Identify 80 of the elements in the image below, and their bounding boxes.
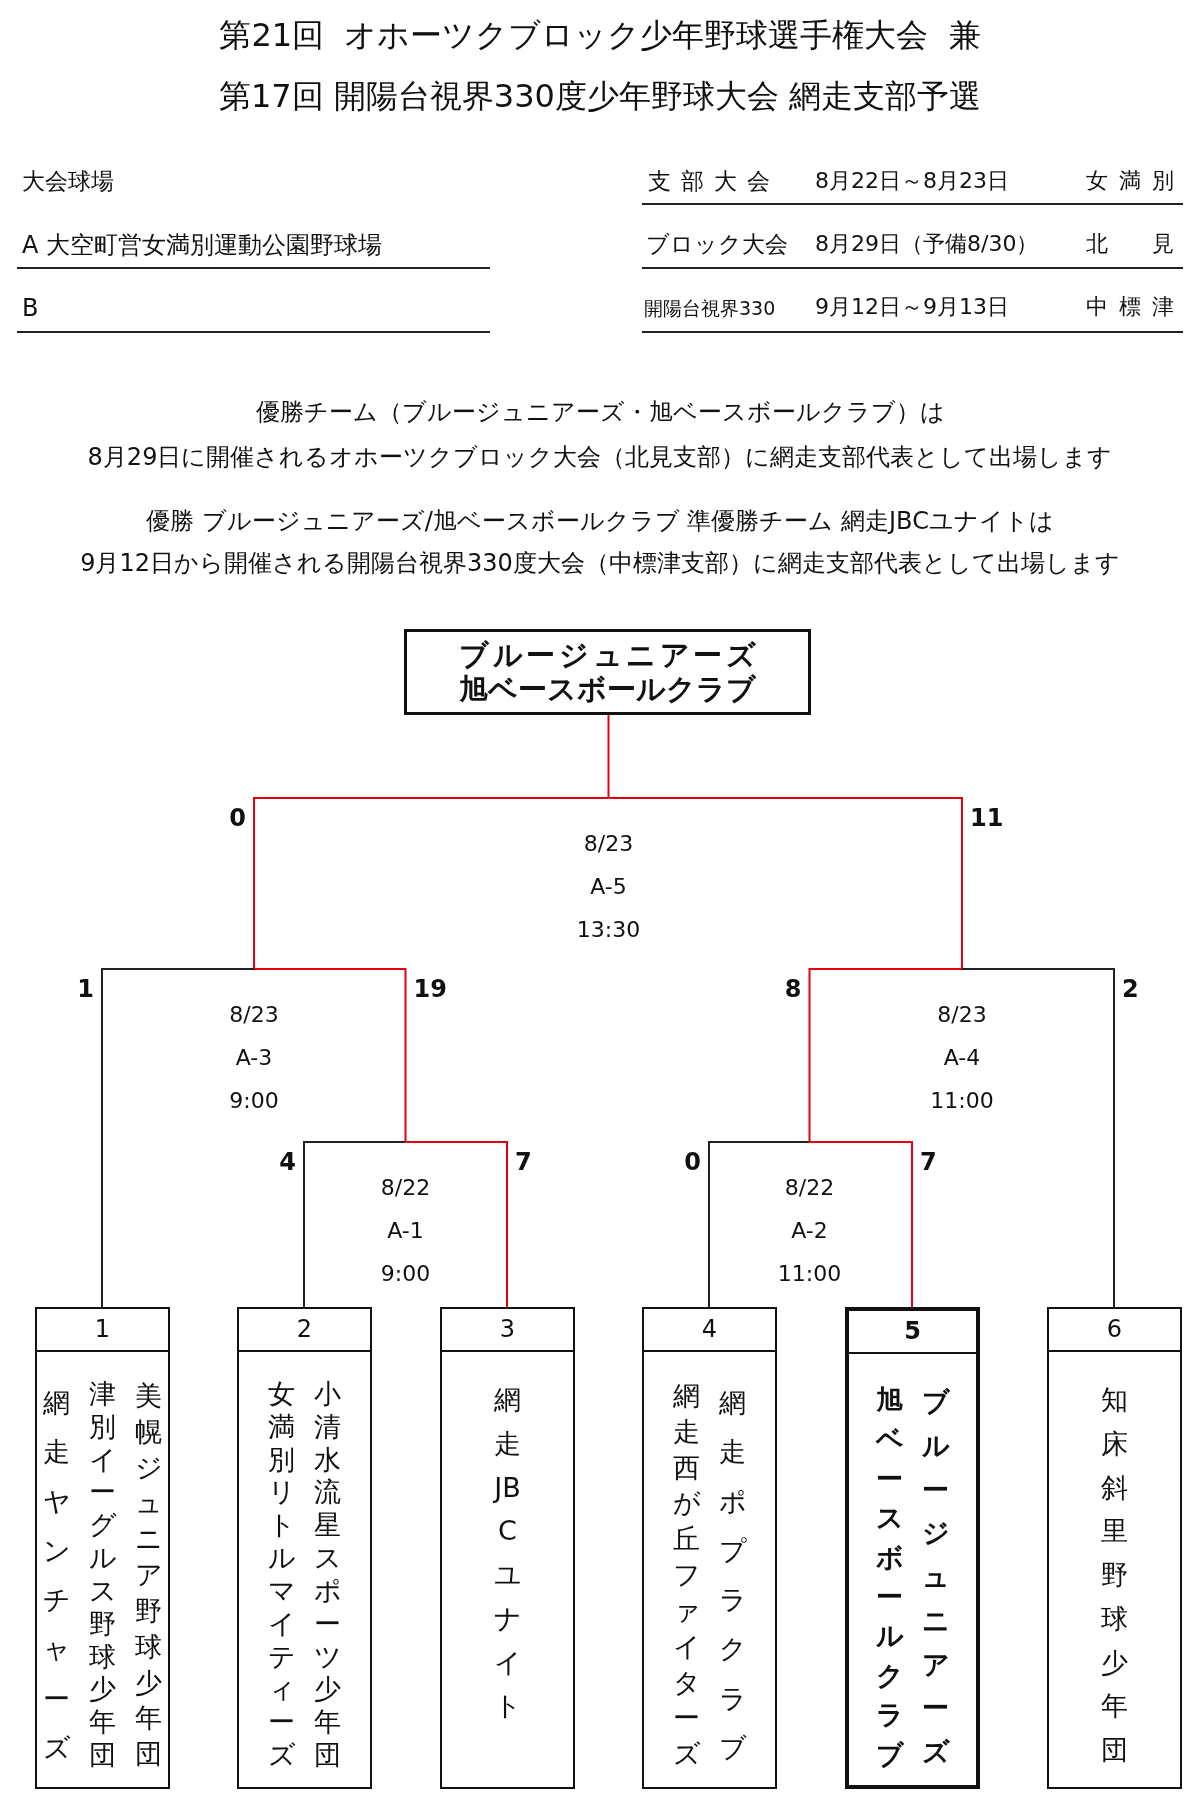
score-label: 0 bbox=[684, 1148, 701, 1176]
schedule-cell: 8月22日～8月23日 bbox=[815, 168, 1009, 195]
score-label: 8 bbox=[784, 975, 802, 1003]
match-info: A-5 bbox=[590, 873, 627, 901]
team-name: 美幌ジュニア野球少年団 bbox=[133, 1379, 164, 1772]
notice-text: 8月29日に開催されるオホーツクブロック大会（北見支部）に網走支部代表として出場します bbox=[86, 443, 1114, 472]
schedule-cell: 9月12日～9月13日 bbox=[815, 294, 1009, 321]
schedule-cell: 開陽台視界330 bbox=[644, 297, 776, 320]
score-label: 1 bbox=[77, 975, 94, 1003]
match-info: 8/22 bbox=[380, 1174, 431, 1202]
winner-box bbox=[404, 629, 811, 715]
team-name: 旭ベースボールクラブ bbox=[874, 1383, 905, 1772]
match-info: A-1 bbox=[387, 1217, 424, 1245]
match-info: 8/23 bbox=[583, 830, 634, 858]
team-box bbox=[35, 1307, 170, 1789]
team-name: 網走西が丘ファイターズ bbox=[671, 1379, 702, 1772]
bracket-line bbox=[606, 714, 610, 799]
team-box bbox=[440, 1307, 575, 1789]
match-info: 13:30 bbox=[576, 916, 641, 944]
team-number: 3 bbox=[442, 1309, 573, 1352]
score-label: 19 bbox=[413, 975, 447, 1003]
score-label: 4 bbox=[279, 1148, 296, 1176]
bracket-line bbox=[607, 797, 963, 970]
subtitle: 第17回 開陽台視界330度少年野球大会 網走支部予選 bbox=[217, 77, 983, 116]
schedule-cell: 中標津 bbox=[1086, 294, 1174, 321]
match-info: 8/23 bbox=[229, 1001, 279, 1029]
team-name: 網走ポプラクラブ bbox=[717, 1386, 748, 1765]
team-name: ブルージュニアーズ bbox=[920, 1385, 951, 1770]
match-info: 9:00 bbox=[380, 1260, 431, 1288]
team-number: 6 bbox=[1049, 1309, 1180, 1352]
match-info: 8/23 bbox=[937, 1001, 987, 1029]
bracket-line bbox=[253, 797, 610, 970]
match-info: 11:00 bbox=[777, 1260, 842, 1288]
score-label: 2 bbox=[1122, 975, 1139, 1003]
bracket-line bbox=[253, 968, 407, 1143]
team-number: 2 bbox=[239, 1309, 370, 1352]
bracket-line bbox=[303, 1141, 407, 1308]
schedule-cell: 8月29日（予備8/30） bbox=[815, 231, 1039, 258]
venue-heading: 大会球場 bbox=[22, 168, 114, 196]
bracket-line bbox=[404, 1141, 508, 1308]
schedule-cell: 支部大会 bbox=[648, 168, 770, 196]
score-label: 7 bbox=[920, 1148, 937, 1176]
bracket-line bbox=[808, 1141, 913, 1308]
bracket-line bbox=[708, 1141, 811, 1308]
match-info: 9:00 bbox=[229, 1087, 279, 1115]
score-label: 11 bbox=[970, 804, 1004, 832]
match-info: A-4 bbox=[943, 1044, 981, 1072]
team-name: 女満別リトルマイティーズ bbox=[266, 1378, 297, 1772]
team-box bbox=[1047, 1307, 1182, 1789]
team-number: 5 bbox=[849, 1311, 976, 1354]
team-name: ブルージュニアーズ bbox=[459, 638, 756, 672]
notice-text: 9月12日から開催される開陽台視界330度大会（中標津支部）に網走支部代表として出場します bbox=[79, 549, 1121, 578]
venue-text: A 大空町営女満別運動公園野球場 bbox=[22, 231, 383, 260]
team-name: 小清水流星スポーツ少年団 bbox=[312, 1378, 343, 1772]
schedule-cell: ブロック大会 bbox=[646, 231, 788, 259]
score-label: 7 bbox=[515, 1148, 532, 1176]
score-label: 0 bbox=[229, 804, 246, 832]
match-info: A-2 bbox=[791, 1217, 828, 1245]
schedule-cell: 女満別 bbox=[1086, 168, 1174, 195]
notice-text: 優勝チーム（ブルージュニアーズ・旭ベースボールクラブ）は bbox=[254, 398, 946, 427]
match-info: 11:00 bbox=[930, 1087, 994, 1115]
bracket-line bbox=[961, 968, 1115, 1308]
bracket-line bbox=[808, 968, 963, 1143]
team-box bbox=[237, 1307, 372, 1789]
team-box bbox=[845, 1307, 980, 1789]
team-name: 網走ヤンチャーズ bbox=[41, 1386, 72, 1765]
team-box bbox=[642, 1307, 777, 1789]
title: 第21回 オホーツクブロック少年野球選手権大会 兼 bbox=[218, 15, 982, 56]
team-name: 旭ベースボールクラブ bbox=[459, 672, 756, 706]
schedule-cell: 北見 bbox=[1086, 231, 1174, 258]
team-name: 津別イーグルス野球少年団 bbox=[87, 1378, 118, 1772]
team-number: 1 bbox=[37, 1309, 168, 1352]
match-info: A-3 bbox=[235, 1044, 273, 1072]
team-number: 4 bbox=[644, 1309, 775, 1352]
venue-text: B bbox=[22, 294, 39, 323]
bracket-line bbox=[101, 968, 255, 1308]
team-name: 知床斜里野球少年団 bbox=[1100, 1383, 1129, 1768]
match-info: 8/22 bbox=[784, 1174, 835, 1202]
notice-text: 優勝 ブルージュニアーズ/旭ベースボールクラブ 準優勝チーム 網走JBCユナイトは bbox=[145, 507, 1055, 536]
team-name: 網走JBCユナイト bbox=[492, 1383, 523, 1724]
